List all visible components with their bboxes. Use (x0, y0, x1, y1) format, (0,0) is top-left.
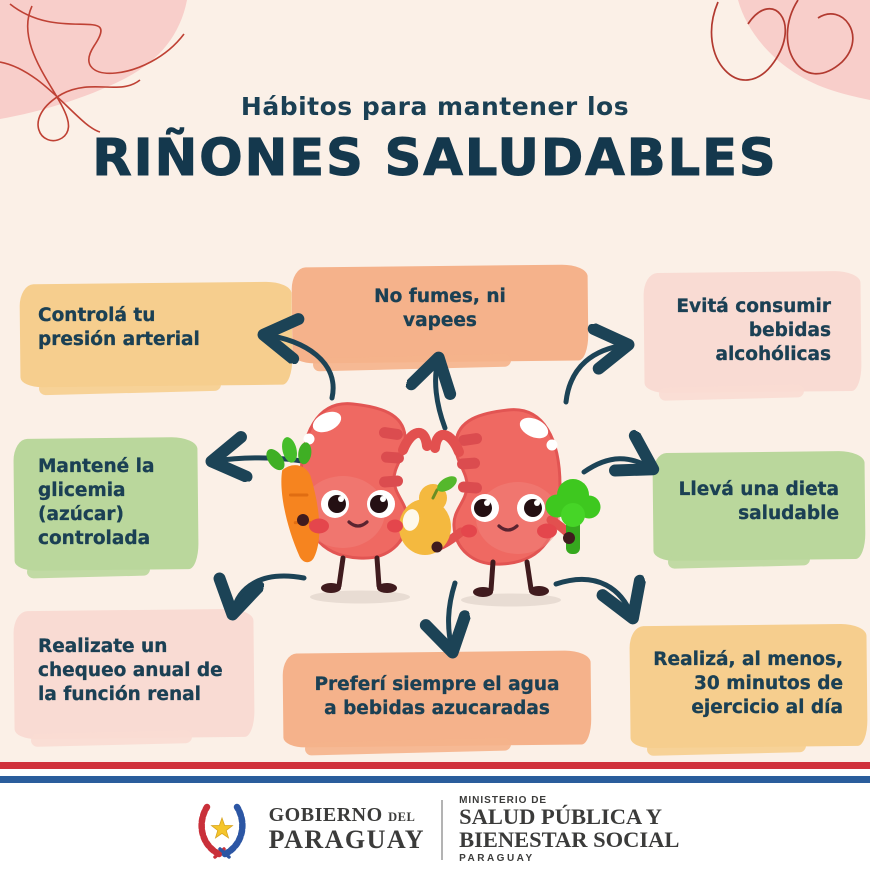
flag-blue-band (0, 776, 870, 783)
right-kidney-outer-arm (546, 515, 576, 541)
shadow (310, 590, 410, 604)
shadow (461, 593, 561, 607)
title-eyebrow: Hábitos para mantener los (240, 92, 630, 121)
habit-healthy-diet: Llevá una dieta saludable (653, 452, 865, 560)
habit-label: Llevá una dieta saludable (678, 479, 839, 525)
habit-avoid-alcohol: Evitá consumir bebidas alcohólicas (644, 272, 861, 392)
habit-label: Preferí siempre el agua a bebidas azucar… (314, 674, 560, 720)
carrot-icon (266, 437, 320, 563)
ministry-wordmark: MINISTERIO DE SALUD PÚBLICA Y BIENESTAR … (459, 795, 679, 864)
arrow-to-no-smoking (436, 360, 445, 431)
habit-blood-pressure: Controlá tu presión arterial (20, 283, 292, 386)
pear-icon (399, 476, 457, 555)
hand (431, 541, 443, 553)
hand (297, 514, 309, 526)
arrow-to-glycemia (214, 458, 335, 468)
logo-divider (441, 799, 444, 860)
habit-label: Controlá tu presión arterial (38, 305, 200, 351)
right-kidney (452, 408, 562, 566)
flag-white-band (0, 769, 870, 776)
left-kidney-face (309, 490, 403, 534)
arrow-to-exercise (553, 579, 632, 616)
left-kidney (299, 402, 409, 560)
right-kidney-arm (434, 527, 466, 551)
habit-label: Mantené la glicemia (azúcar) controlada (38, 456, 155, 550)
habit-label: No fumes, ni vapees (374, 286, 506, 332)
arrow-to-checkup (233, 576, 307, 612)
ministry-name-line1: SALUD PÚBLICA Y (459, 804, 663, 829)
gobierno-del-label: GOBIERNO DEL (268, 804, 416, 827)
hand (563, 532, 575, 544)
high-five-arms (398, 428, 464, 457)
arrow-to-water (449, 580, 455, 650)
coat-of-arms-icon (198, 803, 246, 859)
habit-label: Realizá, al menos, 30 minutos de ejercic… (653, 649, 843, 719)
government-logo-row: GOBIERNO DEL PARAGUAY MINISTERIO DE SALU… (0, 783, 870, 864)
right-kidney-face (461, 494, 557, 539)
paraguay-label: PARAGUAY (268, 825, 426, 855)
flag-red-band (0, 762, 870, 769)
red-scribble-lines (710, 0, 854, 81)
habit-prefer-water: Preferí siempre el agua a bebidas azucar… (283, 652, 591, 746)
ministry-name-line2: BIENESTAR SOCIAL (459, 826, 680, 852)
kidney-characters-illustration (266, 402, 601, 607)
pink-blob-shape (738, 0, 870, 100)
feet (321, 583, 549, 597)
left-kidney-arm (288, 491, 310, 523)
habit-no-smoking-vaping: No fumes, ni vapees (292, 266, 588, 362)
legs (336, 555, 534, 593)
broccoli-icon (545, 479, 601, 554)
title-block: Hábitos para mantener los RIÑONES SALUDA… (0, 92, 870, 189)
government-wordmark: GOBIERNO DEL PARAGUAY (268, 804, 426, 855)
arrow-to-diet (581, 459, 651, 472)
ministry-overline: MINISTERIO DE (459, 795, 548, 806)
habit-glycemia-control: Mantené la glicemia (azúcar) controlada (14, 438, 198, 570)
page-title: RIÑONES SALUDABLES (92, 128, 778, 188)
paraguay-flag-stripe (0, 762, 870, 783)
footer: GOBIERNO DEL PARAGUAY MINISTERIO DE SALU… (0, 783, 870, 870)
habit-daily-exercise: Realizá, al menos, 30 minutos de ejercic… (630, 625, 867, 747)
habit-annual-checkup: Realizate un chequeo anual de la función… (14, 610, 254, 738)
habit-label: Realizate un chequeo anual de la función… (38, 636, 223, 706)
habit-label: Evitá consumir bebidas alcohólicas (676, 296, 831, 366)
ministry-country: PARAGUAY (459, 853, 535, 864)
